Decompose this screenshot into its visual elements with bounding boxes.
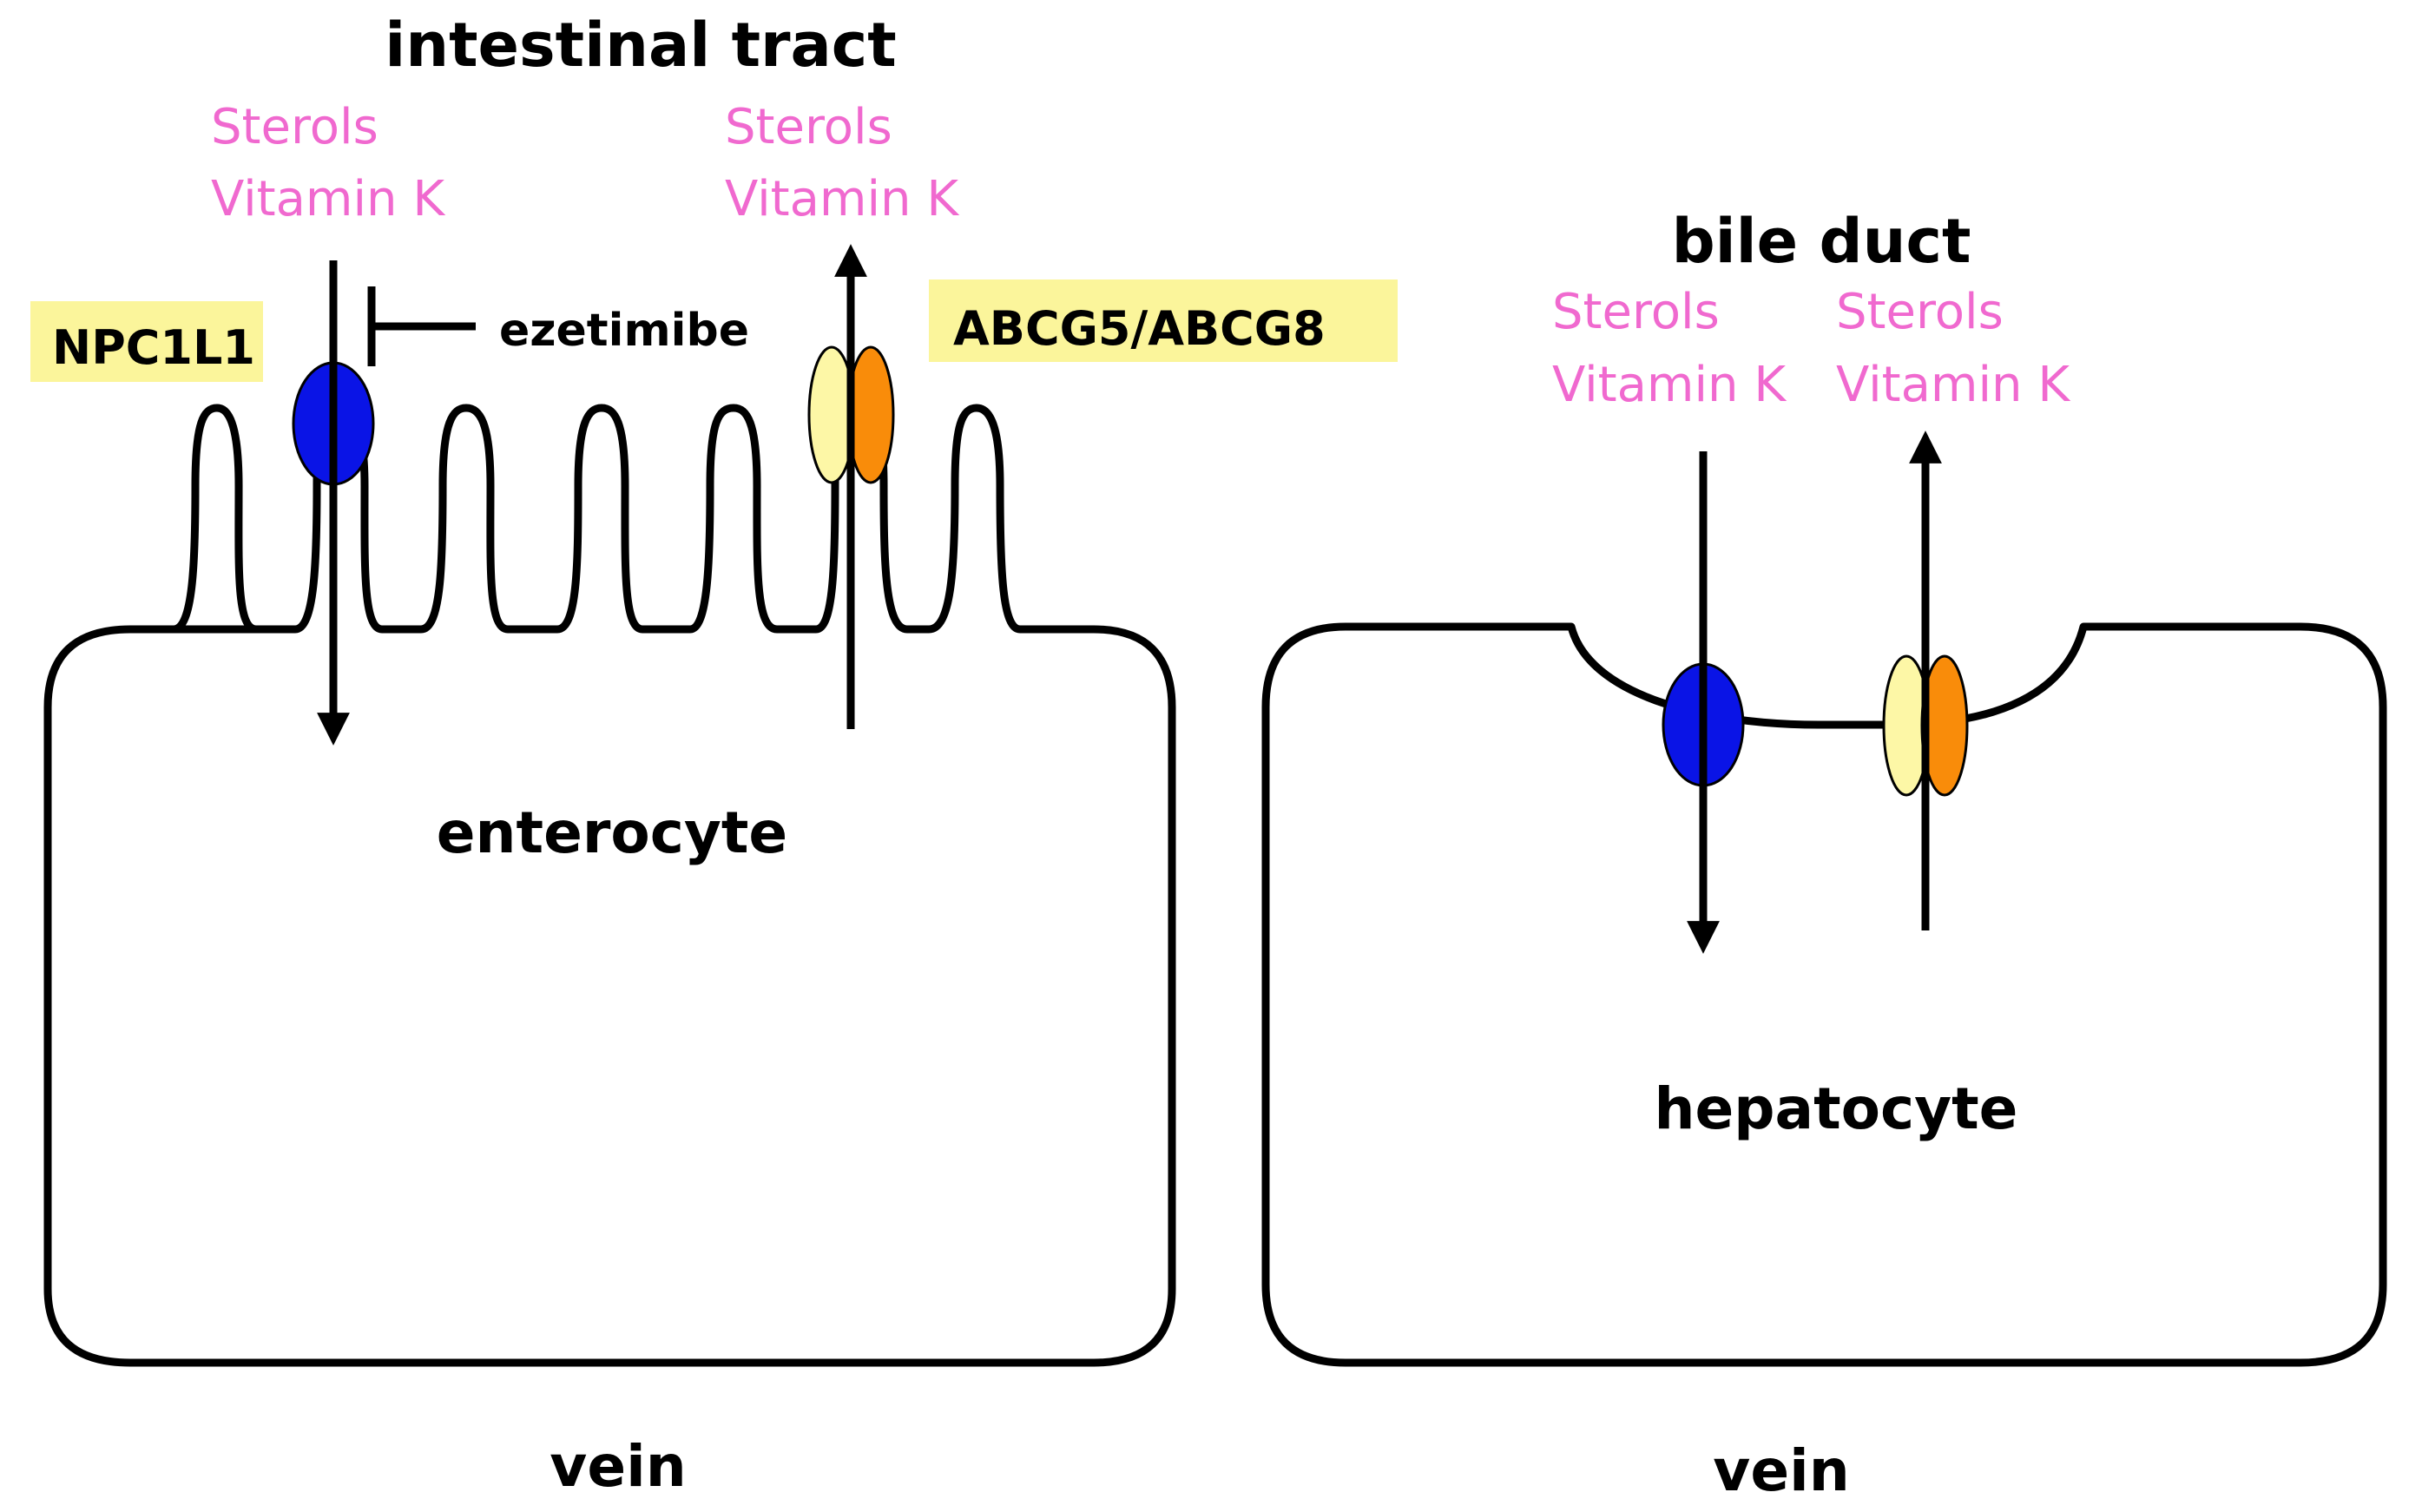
enterocyte-panel: NPC1L1 ABCG5/ABCG8 ezetimibe Sterols Vit… bbox=[30, 10, 1398, 1500]
bile-duct-label: bile duct bbox=[1672, 206, 1971, 277]
abcg8-transporter bbox=[846, 345, 895, 484]
hepatocyte-vein-label: vein bbox=[1713, 1437, 1849, 1504]
hepatocyte-outline bbox=[1261, 622, 2387, 1367]
enterocyte-membrane bbox=[201, 409, 256, 629]
efflux-substrate-2: Vitamin K bbox=[725, 171, 959, 227]
hepatocyte-uptake-substrate-1: Sterols bbox=[1552, 284, 1720, 340]
hepatocyte-efflux-substrate-1: Sterols bbox=[1836, 284, 2004, 340]
npc1l1-highlight bbox=[30, 301, 263, 382]
abcg-highlight bbox=[929, 279, 1398, 362]
efflux-substrate-1: Sterols bbox=[725, 99, 892, 155]
enterocyte-outline bbox=[43, 399, 1176, 1367]
enterocyte-vein-label: vein bbox=[550, 1433, 686, 1500]
npc1l1-label: NPC1L1 bbox=[52, 320, 255, 375]
hepatocyte-uptake-substrate-2: Vitamin K bbox=[1552, 357, 1787, 413]
enterocyte-label: enterocyte bbox=[437, 799, 787, 866]
uptake-substrate-1: Sterols bbox=[211, 99, 378, 155]
hepatocyte-label: hepatocyte bbox=[1655, 1075, 2018, 1142]
ezetimibe-label: ezetimibe bbox=[499, 305, 749, 357]
abcg5-abcg8-label: ABCG5/ABCG8 bbox=[953, 301, 1326, 356]
hepatocyte-panel: Sterols Vitamin K Sterols Vitamin K bile… bbox=[1261, 206, 2387, 1504]
intestinal-tract-label: intestinal tract bbox=[385, 10, 897, 81]
hepatocyte-efflux-substrate-2: Vitamin K bbox=[1836, 357, 2070, 413]
uptake-substrate-2: Vitamin K bbox=[211, 171, 445, 227]
